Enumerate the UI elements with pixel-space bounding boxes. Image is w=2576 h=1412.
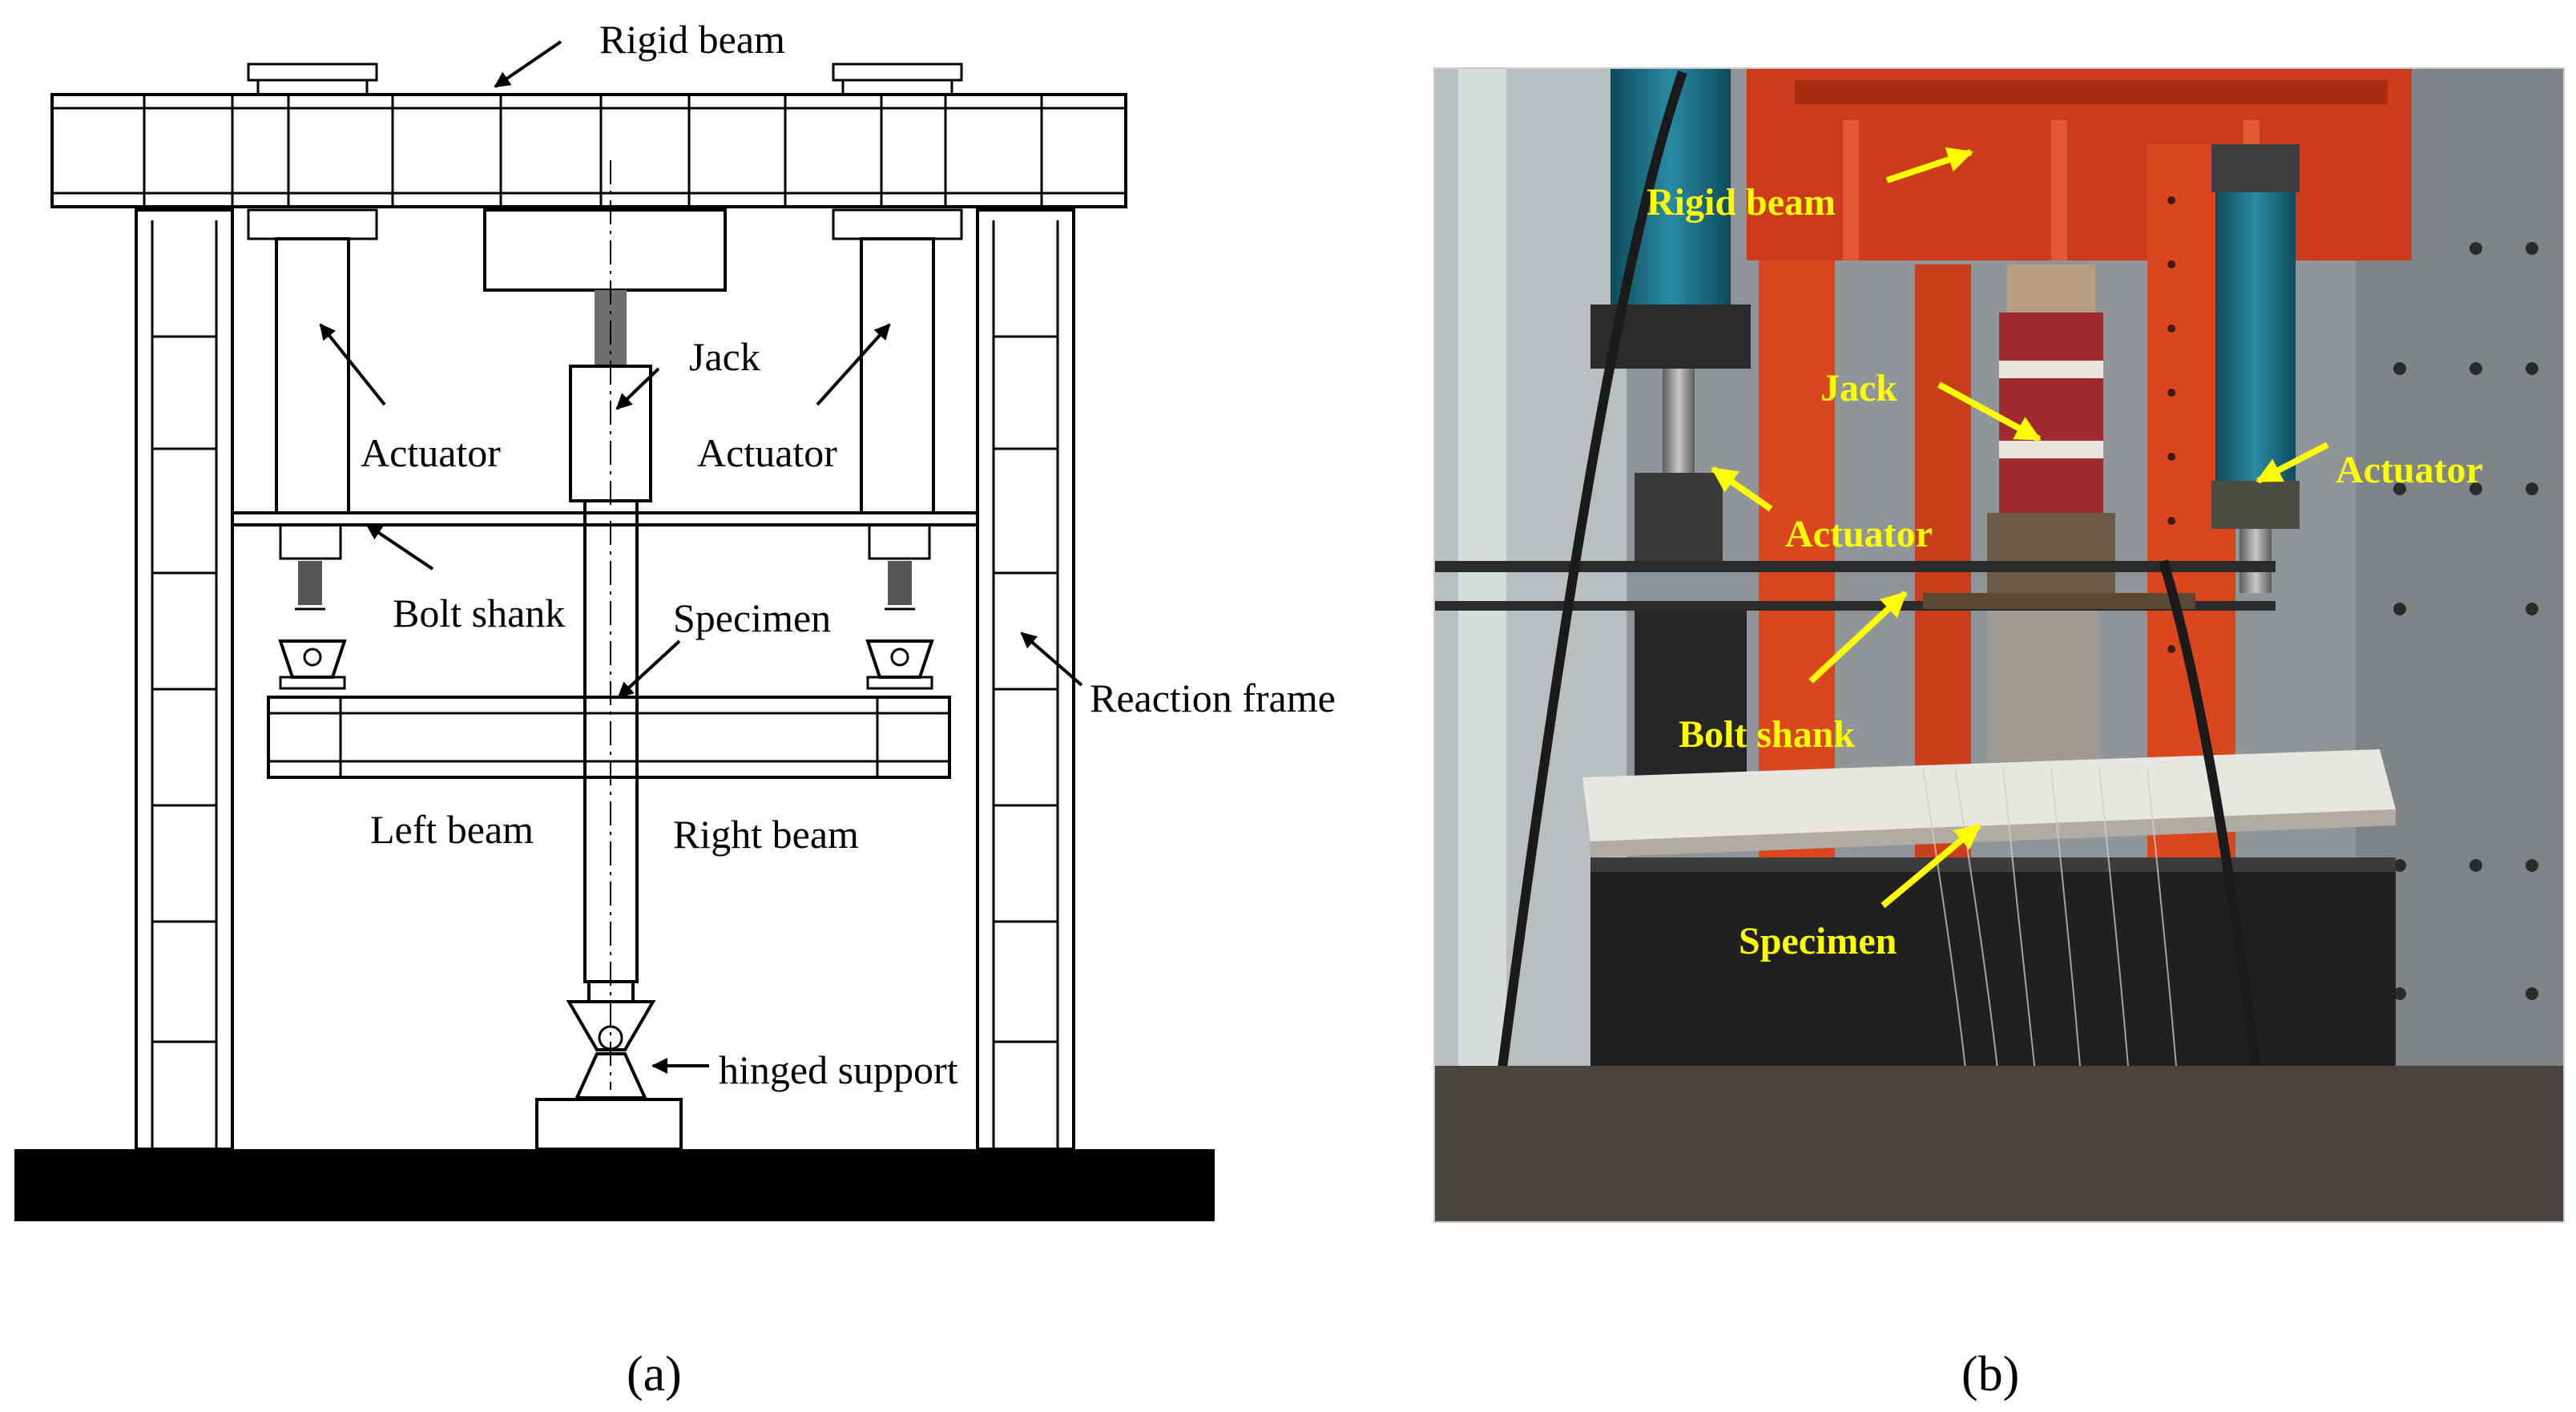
label-reaction-frame: Reaction frame xyxy=(1090,676,1336,720)
photo-label-rigid-beam: Rigid beam xyxy=(1647,181,1836,224)
photo-label-specimen: Specimen xyxy=(1739,920,1897,962)
caption-b: (b) xyxy=(1961,1347,2019,1402)
specimen-drawing xyxy=(267,160,951,1090)
actuator-left-drawing xyxy=(275,237,350,690)
hinged-support-drawing xyxy=(535,980,683,1151)
photo-label-bolt-shank: Bolt shank xyxy=(1679,713,1855,756)
label-left-beam: Left beam xyxy=(370,807,534,852)
photo-annotation-arrows xyxy=(1711,147,2329,909)
label-rigid-beam: Rigid beam xyxy=(599,17,785,62)
schematic-panel: Rigid beam Jack Actuator Actuator Bolt s… xyxy=(14,17,1336,1402)
photo-label-actuator-right: Actuator xyxy=(2336,449,2483,491)
annotation-arrows xyxy=(319,40,1083,1074)
ground-slab xyxy=(14,1149,1215,1221)
rigid-beam-drawing xyxy=(50,63,1127,292)
caption-a: (a) xyxy=(627,1347,682,1402)
label-right-beam: Right beam xyxy=(673,812,859,857)
photo-label-actuator-left: Actuator xyxy=(1785,513,1933,555)
label-actuator-right: Actuator xyxy=(697,430,837,475)
label-jack: Jack xyxy=(689,334,760,379)
label-hinged-support: hinged support xyxy=(719,1047,958,1092)
photo-panel: Rigid beam Jack Actuator Actuator Bolt s… xyxy=(1433,67,2565,1402)
label-bolt-shank: Bolt shank xyxy=(393,591,565,635)
label-specimen: Specimen xyxy=(673,595,831,640)
photo-label-jack: Jack xyxy=(1820,367,1897,409)
actuator-right-drawing xyxy=(860,237,935,690)
label-actuator-left: Actuator xyxy=(361,430,501,475)
